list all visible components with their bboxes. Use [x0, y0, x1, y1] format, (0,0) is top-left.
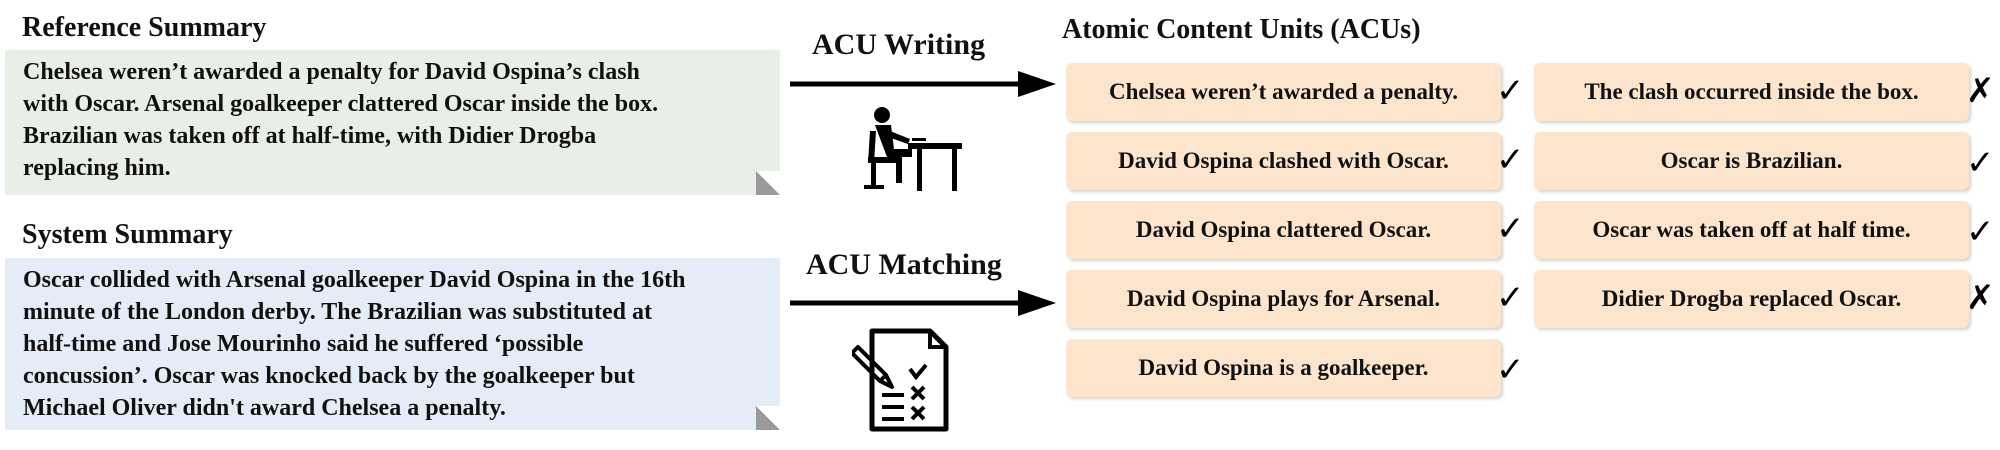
match-check-icon: ✓ [1496, 278, 1525, 318]
system-summary-line: half-time and Jose Mourinho said he suff… [23, 331, 584, 357]
acu-item: Oscar was taken off at half time. [1534, 201, 1969, 259]
match-cross-icon: ✗ [1966, 278, 1995, 318]
acu-item: The clash occurred inside the box. [1534, 63, 1969, 121]
match-check-icon: ✓ [1496, 140, 1525, 180]
person-writing-at-desk-icon [864, 107, 962, 191]
system-summary-text: Oscar collided with Arsenal goalkeeper D… [5, 258, 780, 430]
reference-summary-line: Chelsea weren’t awarded a penalty for Da… [23, 59, 640, 85]
acu-item: David Ospina clattered Oscar. [1066, 201, 1501, 259]
match-check-icon: ✓ [1496, 71, 1525, 111]
reference-summary-heading: Reference Summary [22, 12, 267, 43]
reference-summary-line: with Oscar. Arsenal goalkeeper clattered… [23, 91, 659, 117]
page-fold-corner [756, 171, 780, 195]
match-check-icon: ✓ [1966, 143, 1995, 183]
system-summary-heading: System Summary [22, 219, 233, 250]
acu-writing-arrow [790, 71, 1056, 97]
system-summary-line: Michael Oliver didn't award Chelsea a pe… [23, 395, 506, 421]
match-check-icon: ✓ [1966, 212, 1995, 252]
acu-writing-label: ACU Writing [812, 28, 986, 61]
system-summary-line: minute of the London derby. The Brazilia… [23, 299, 652, 325]
system-summary-line: Oscar collided with Arsenal goalkeeper D… [23, 267, 686, 293]
match-check-icon: ✓ [1496, 350, 1525, 390]
acu-item: Oscar is Brazilian. [1534, 132, 1969, 190]
acu-matching-arrow [790, 290, 1056, 316]
reference-summary-line: Brazilian was taken off at half-time, wi… [23, 123, 597, 149]
acu-item: David Ospina clashed with Oscar. [1066, 132, 1501, 190]
reference-summary-line: replacing him. [23, 155, 171, 181]
match-cross-icon: ✗ [1966, 71, 1995, 111]
page-fold-corner [756, 406, 780, 430]
acu-panel-title: Atomic Content Units (ACUs) [1062, 14, 1421, 45]
acu-item: Didier Drogba replaced Oscar. [1534, 270, 1969, 328]
checklist-with-pencil-icon [852, 328, 949, 432]
reference-summary-text: Chelsea weren’t awarded a penalty for Da… [5, 50, 780, 195]
system-summary-line: concussion’. Oscar was knocked back by t… [23, 363, 635, 389]
acu-matching-label: ACU Matching [806, 248, 1002, 281]
acu-item: David Ospina is a goalkeeper. [1066, 339, 1501, 397]
acu-item: Chelsea weren’t awarded a penalty. [1066, 63, 1501, 121]
acu-item: David Ospina plays for Arsenal. [1066, 270, 1501, 328]
match-check-icon: ✓ [1496, 209, 1525, 249]
